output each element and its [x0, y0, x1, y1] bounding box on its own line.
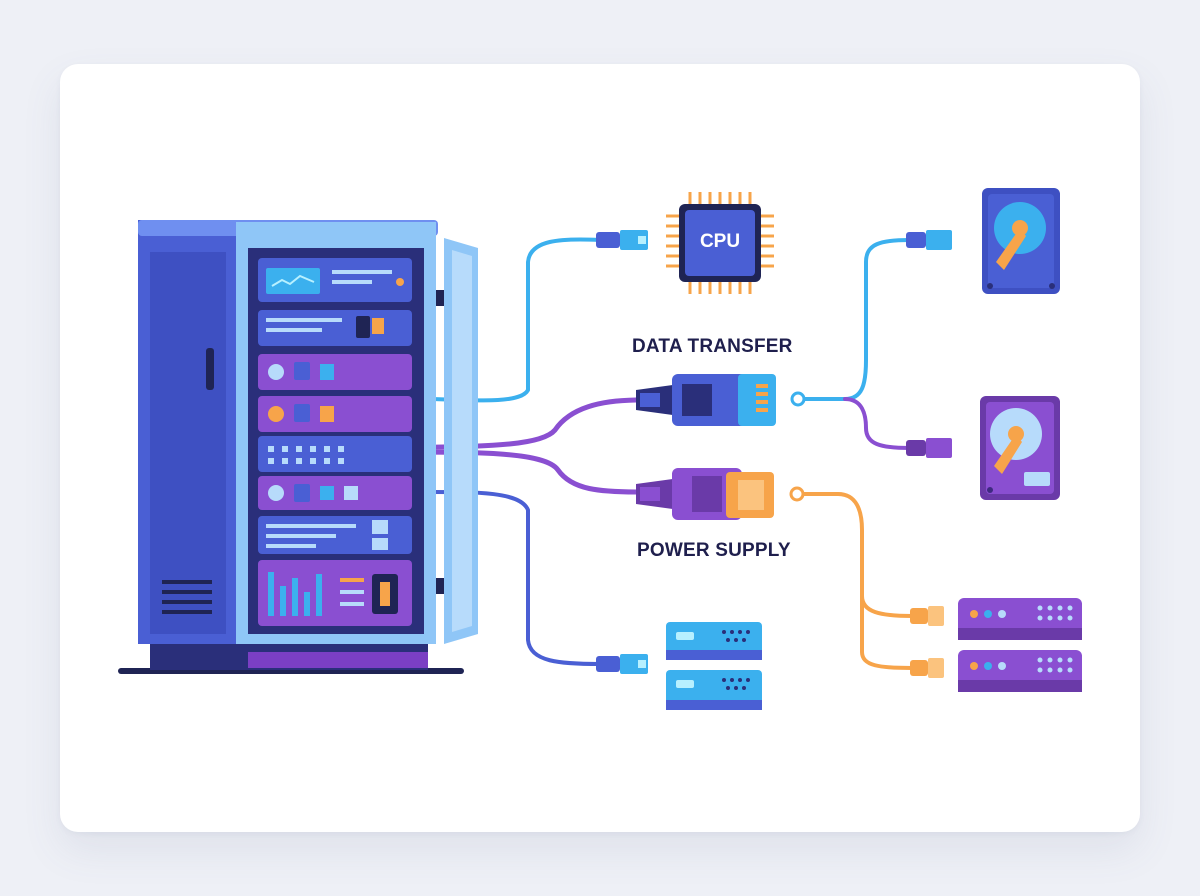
cable-power-to-switch-bottom — [860, 594, 914, 670]
data-transfer-label: DATA TRANSFER — [632, 336, 793, 357]
hard-drive-icon — [982, 188, 1060, 294]
ethernet-plug-icon — [906, 230, 952, 250]
cpu-chip-icon — [666, 192, 774, 294]
power-plug-icon — [636, 468, 805, 520]
power-plug-icon — [910, 606, 944, 678]
cable-data-to-drive-top — [798, 238, 912, 401]
power-supply-label: POWER SUPPLY — [637, 540, 791, 561]
network-switch-icon — [666, 622, 762, 660]
vent-icon — [162, 580, 212, 614]
ethernet-plug-icon — [596, 230, 648, 250]
ethernet-plug-icon — [906, 438, 952, 458]
ethernet-plug-icon — [636, 374, 806, 426]
cpu-label: CPU — [699, 231, 741, 252]
hard-drive-icon — [980, 396, 1060, 500]
network-switch-icon — [958, 598, 1082, 640]
cable-power-to-switch-top — [798, 492, 914, 618]
ethernet-plug-icon — [596, 654, 648, 674]
cable-data-to-drive-bottom — [843, 397, 912, 450]
network-switch-icon — [666, 670, 762, 710]
network-switch-icon — [958, 650, 1082, 692]
server-rack-icon — [118, 220, 478, 674]
